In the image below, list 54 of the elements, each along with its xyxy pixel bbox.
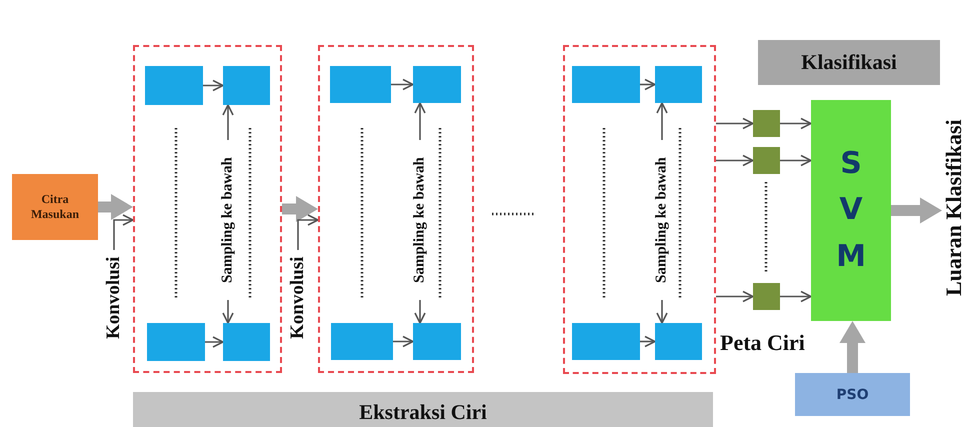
- dashed-frame: [133, 45, 282, 373]
- arrow: [391, 78, 414, 90]
- arrow: [297, 214, 319, 250]
- feature-map-box: [655, 323, 702, 360]
- vertical-label: Konvolusi: [105, 250, 123, 345]
- feature-square: [753, 147, 780, 174]
- feature-map-box: [413, 323, 461, 360]
- dashed-frame: [563, 45, 716, 374]
- arrow: [716, 118, 754, 130]
- feature-map-box: [572, 66, 640, 103]
- feature-map-box: [331, 323, 393, 360]
- process-box: PSO: [795, 373, 910, 416]
- arrow: [780, 118, 812, 130]
- arrow: [640, 336, 656, 348]
- arrow: [716, 154, 754, 166]
- feature-square: [753, 110, 780, 137]
- feature-map-box: [330, 66, 391, 103]
- arrow: [656, 300, 668, 324]
- feature-square: [753, 283, 780, 310]
- arrow: [640, 78, 656, 90]
- vertical-label: Sampling ke bawah: [653, 140, 671, 300]
- feature-map-box: [655, 66, 702, 103]
- feature-map-box: [145, 66, 203, 105]
- vertical-label: Sampling ke bawah: [411, 140, 429, 300]
- vertical-label: Sampling ke bawah: [219, 140, 237, 300]
- feature-map-box: [147, 323, 205, 361]
- process-box: Citra Masukan: [12, 174, 98, 240]
- arrow: [203, 80, 224, 92]
- arrow: [113, 214, 134, 250]
- block-arrow: [840, 321, 866, 373]
- arrow: [205, 336, 224, 348]
- vertical-label: Konvolusi: [289, 250, 307, 345]
- arrow: [414, 300, 426, 324]
- arrow: [656, 102, 668, 140]
- block-arrow: [98, 194, 133, 220]
- block-arrow: [282, 196, 318, 222]
- classifier-box: S V M: [811, 100, 891, 321]
- feature-map-box: [572, 323, 640, 360]
- vertical-label: Luaran Klasifikasi: [942, 95, 966, 321]
- arrow: [414, 102, 426, 140]
- feature-map-box: [223, 66, 270, 105]
- header-banner: Klasifikasi: [758, 40, 940, 85]
- arrow: [716, 290, 754, 302]
- block-arrow: [891, 198, 942, 224]
- arrow: [222, 300, 234, 324]
- footer-band: Ekstraksi Ciri: [133, 392, 713, 427]
- arrow: [222, 104, 234, 140]
- feature-map-box: [413, 66, 461, 103]
- arrow: [780, 290, 812, 302]
- feature-map-box: [223, 323, 270, 361]
- arrow: [780, 154, 812, 166]
- arrow: [393, 336, 414, 348]
- dashed-frame: [318, 45, 474, 373]
- text-label: Peta Ciri: [720, 330, 805, 356]
